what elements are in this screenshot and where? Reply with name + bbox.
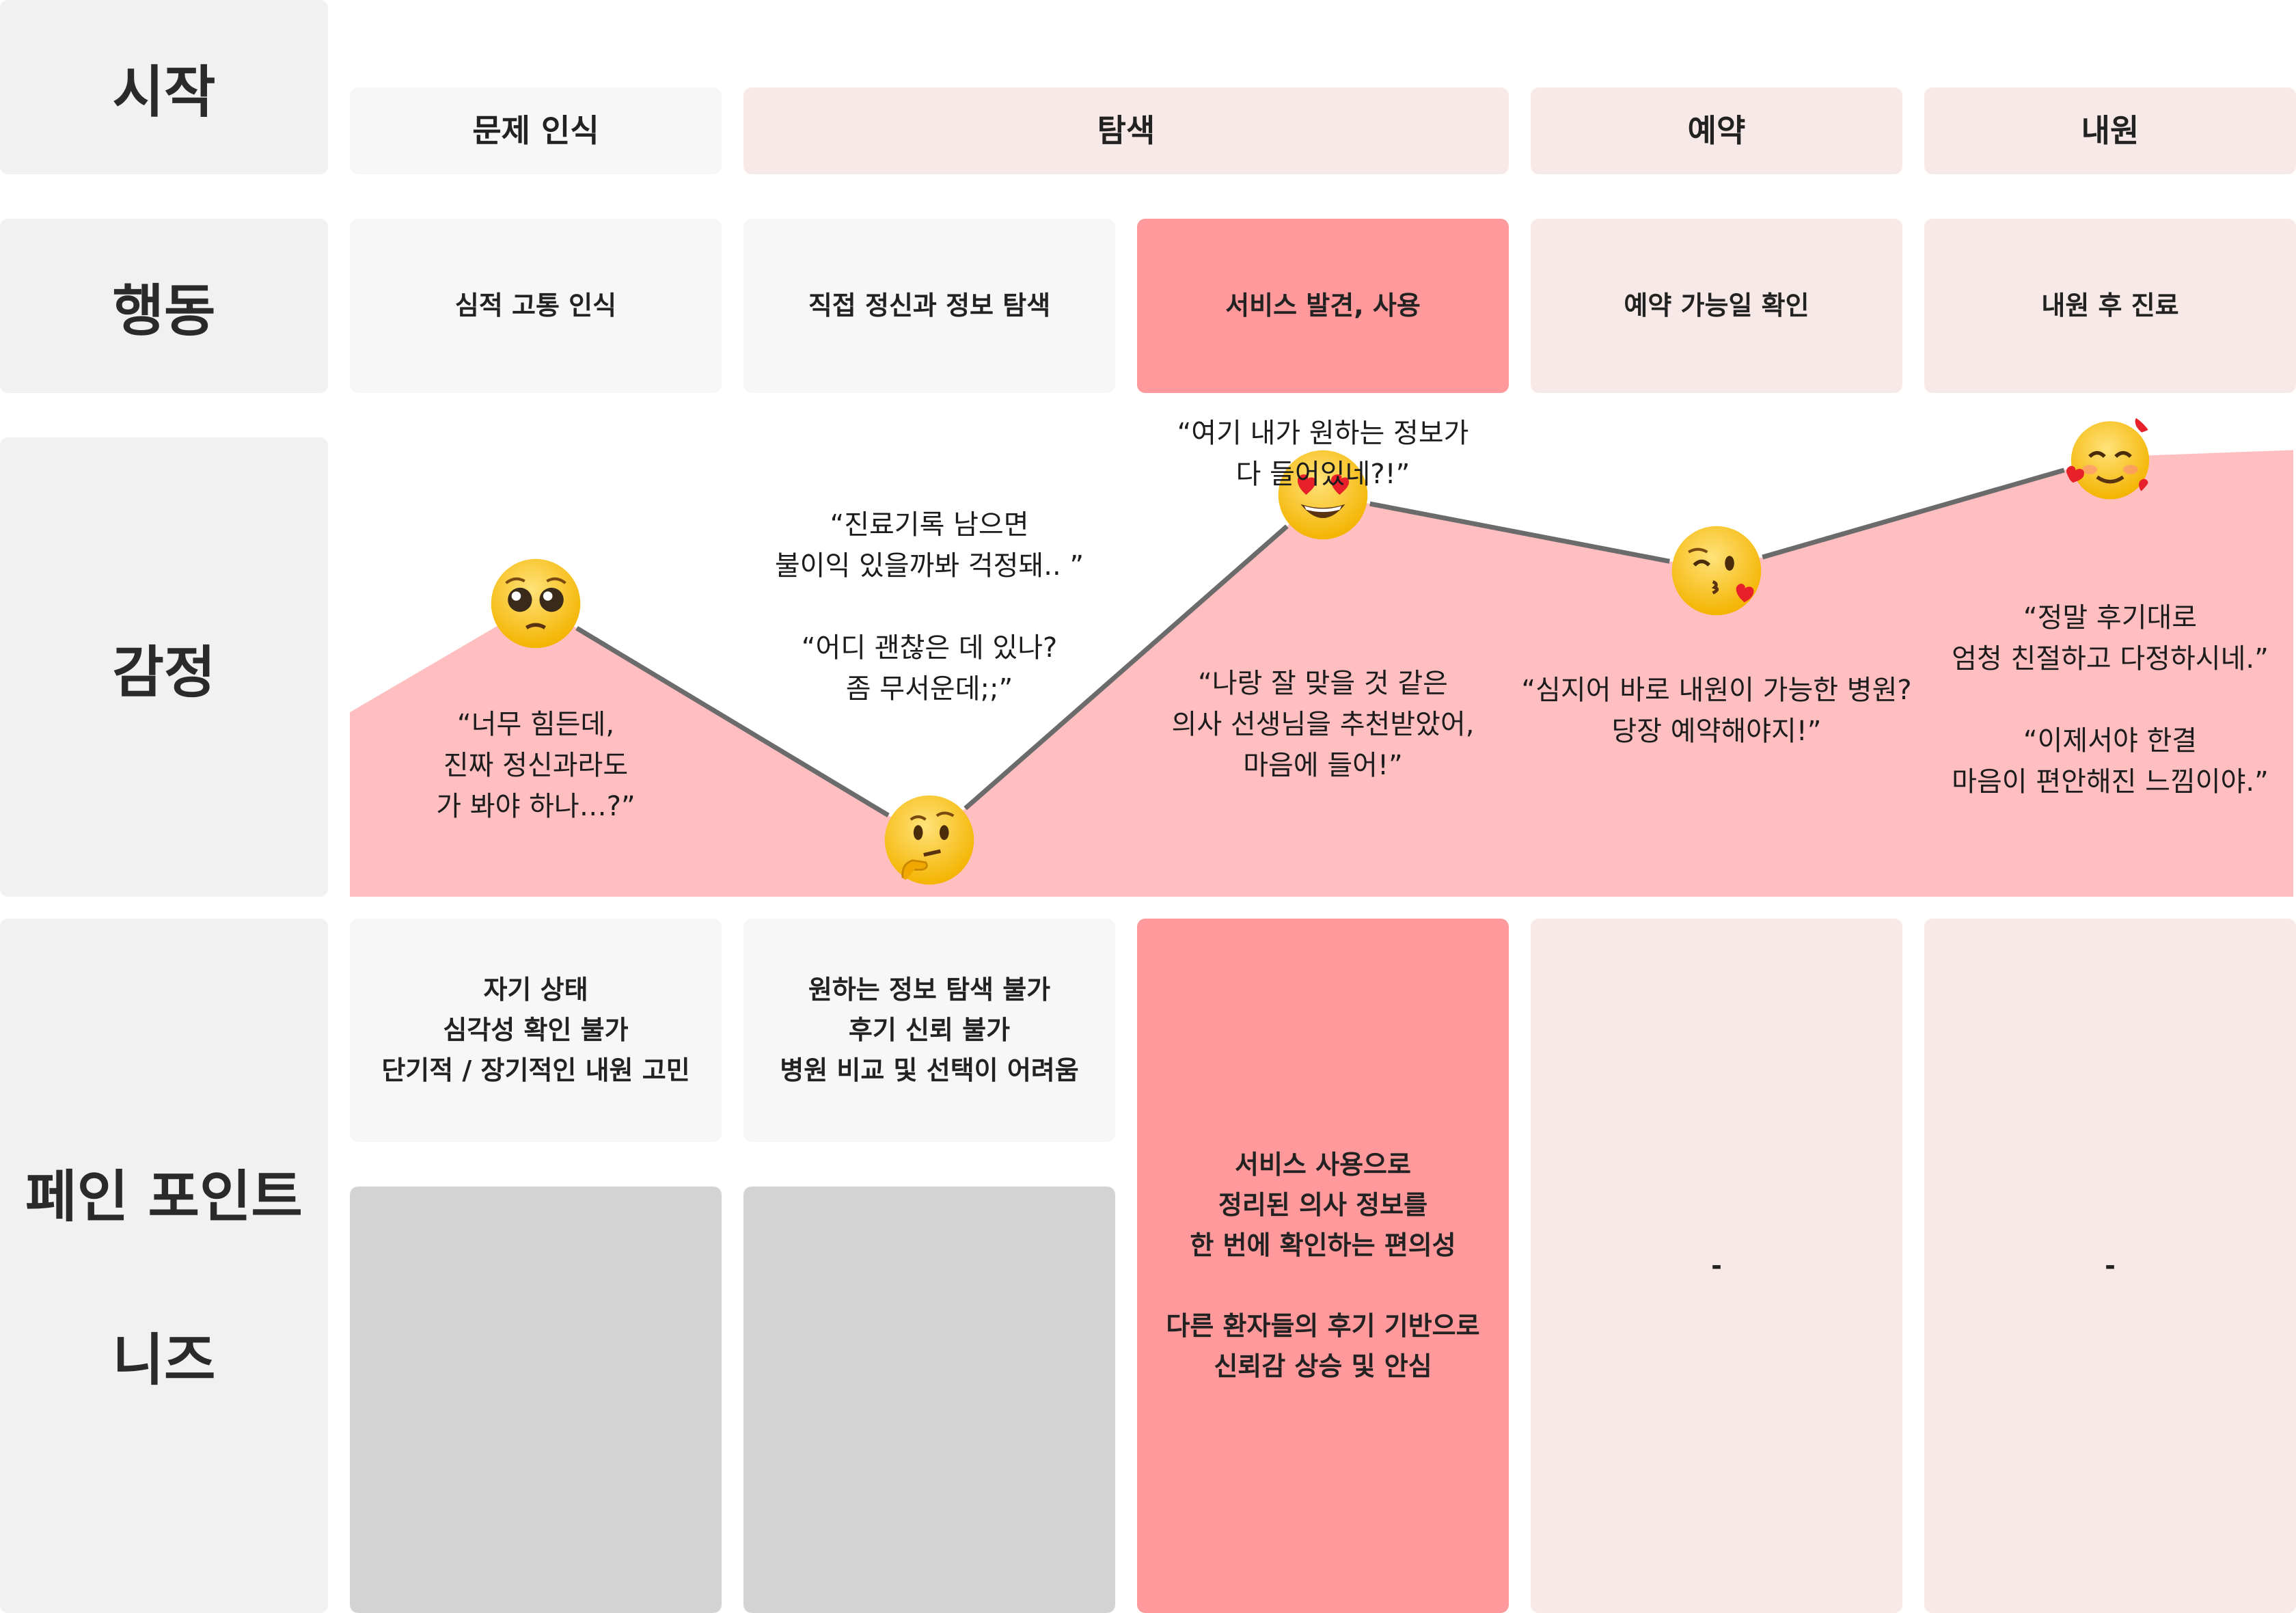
row-label-pain-needs: 페인 포인트 니즈 (0, 919, 328, 1613)
emotion-quote: “여기 내가 원하는 정보가 다 들어있네?!” (1177, 418, 1469, 490)
thinking-face-icon (884, 795, 974, 885)
needs-cell-highlight: 서비스 사용으로 정리된 의사 정보를 한 번에 확인하는 편의성 다른 환자들… (1137, 919, 1509, 1613)
stage-exploration: 탐색 (743, 87, 1509, 174)
row-label-emotion: 감정 (0, 437, 328, 897)
emotion-line-segment (964, 524, 1289, 811)
needs-cell: - (1924, 919, 2296, 1613)
smiling-face-with-hearts-icon (2066, 416, 2157, 500)
pain-point-cell: 자기 상태 심각성 확인 불가 단기적 / 장기적인 내원 고민 (350, 919, 722, 1142)
action-cell: 예약 가능일 확인 (1531, 219, 1902, 393)
row-label-action: 행동 (0, 219, 328, 393)
row-label-start: 시작 (0, 0, 328, 174)
action-cell: 내원 후 진료 (1924, 219, 2296, 393)
emotion-curve-chart (350, 450, 2293, 897)
emotion-quote: “너무 힘든데, 진짜 정신과라도 가 봐야 하나…?” (436, 709, 636, 822)
row-label-needs: 니즈 (112, 1328, 216, 1393)
emotion-quote: “나랑 잘 맞을 것 같은 의사 선생님을 추천받았어, 마음에 들어!” (1171, 668, 1475, 781)
stage-problem-recognition: 문제 인식 (350, 87, 722, 174)
pain-point-cell: 원하는 정보 탐색 불가 후기 신뢰 불가 병원 비교 및 선택이 어려움 (743, 919, 1115, 1142)
pleading-face-icon (491, 558, 581, 649)
action-cell: 직접 정신과 정보 탐색 (743, 219, 1115, 393)
emotion-quote: “정말 후기대로 엄청 친절하고 다정하시네.” “이제서야 한결 마음이 편안… (1952, 602, 2269, 798)
needs-cell-empty (743, 1187, 1115, 1613)
heart-eyes-face-icon (1278, 450, 1368, 540)
action-cell-highlight: 서비스 발견, 사용 (1137, 219, 1509, 393)
stage-visit: 내원 (1924, 87, 2296, 174)
emotion-quote: “심지어 바로 내원이 가능한 병원? 당장 예약해야지!” (1521, 675, 1912, 747)
needs-cell-empty (350, 1187, 722, 1613)
action-cell: 심적 고통 인식 (350, 219, 722, 393)
emotion-line-segment (1762, 467, 2065, 560)
emotion-line (575, 467, 2065, 817)
row-label-pain-point: 페인 포인트 (25, 1165, 303, 1230)
emotion-line-segment (1369, 501, 1670, 564)
emotion-quote: “진료기록 남으면 불이익 있을까봐 걱정돼.. ” “어디 괜찮은 데 있나?… (774, 509, 1084, 705)
emotion-line-segment (575, 626, 890, 817)
stage-reservation: 예약 (1531, 87, 1902, 174)
kissing-face-icon (1671, 526, 1762, 615)
needs-cell: - (1531, 919, 1902, 1613)
